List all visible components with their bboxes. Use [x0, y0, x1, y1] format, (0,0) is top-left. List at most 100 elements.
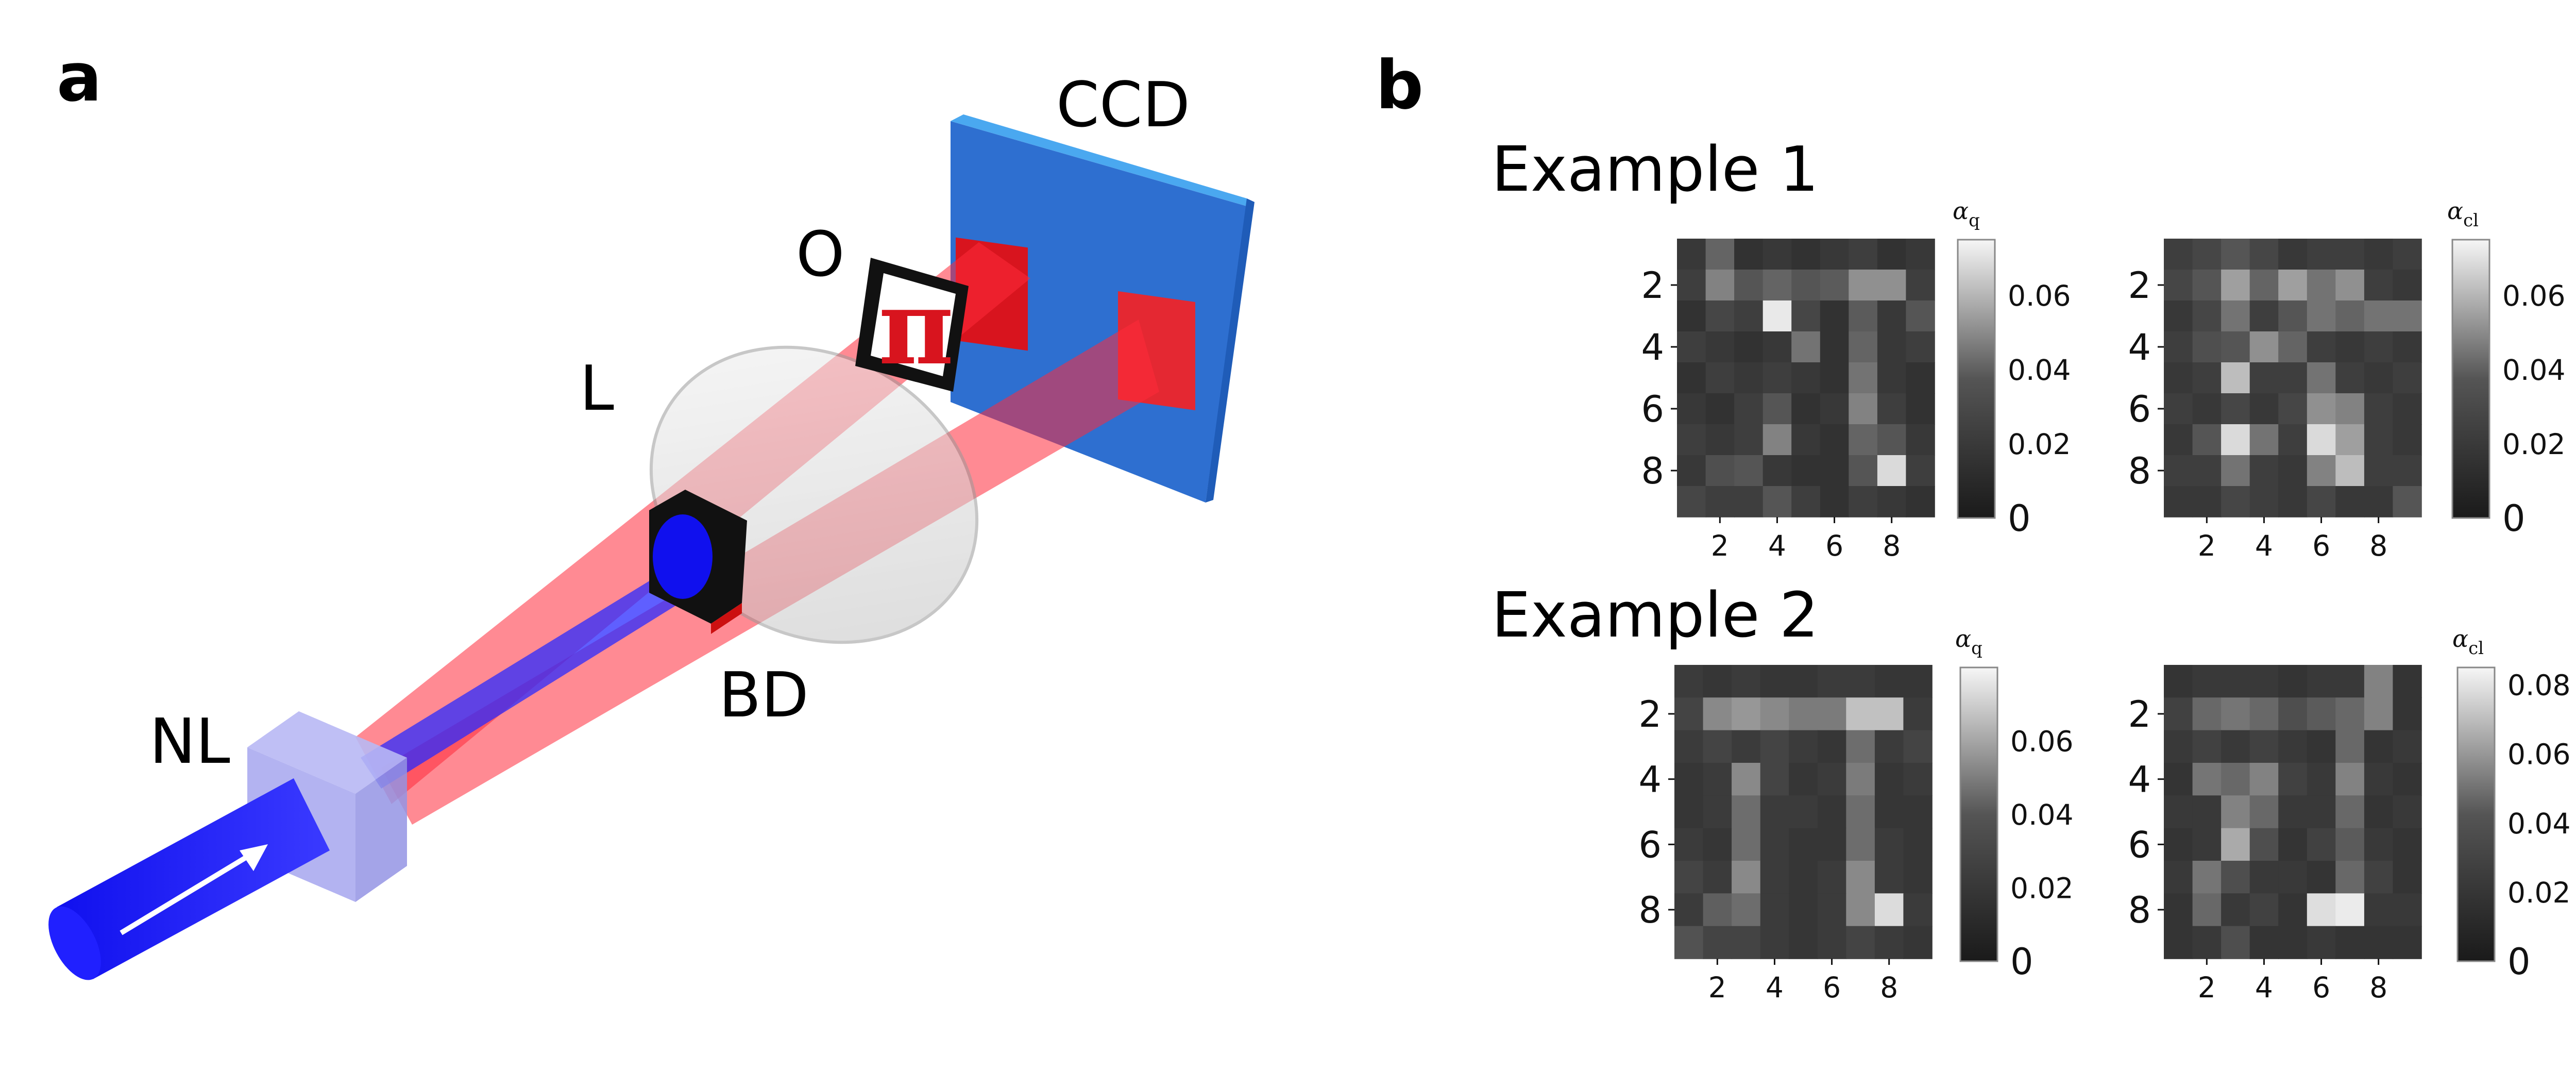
heatmap-cell	[1760, 697, 1790, 731]
heatmap-cell	[1703, 730, 1732, 763]
heatmap-cell	[1677, 239, 1706, 270]
heatmap-cell	[2335, 893, 2365, 927]
heatmap-cell	[2364, 362, 2394, 394]
heatmap-cell	[1791, 455, 1821, 487]
heatmap-cell	[2393, 270, 2422, 301]
heatmap-cell	[2335, 926, 2365, 959]
heatmap-cell	[2164, 424, 2193, 456]
y-tick-label: 2	[1638, 693, 1662, 735]
heatmap-cell	[2221, 926, 2250, 959]
heatmap-cell	[2278, 665, 2308, 698]
heatmap-cell	[1791, 362, 1821, 394]
heatmap-cell	[2278, 300, 2308, 332]
heatmap-cell	[2249, 697, 2279, 731]
heatmap-cell	[2335, 362, 2365, 394]
y-tick-label: 6	[1638, 824, 1662, 866]
heatmap-cell	[1874, 926, 1904, 959]
colorbar-tick-label: 0.04	[2008, 354, 2071, 387]
heatmap-cell	[1789, 697, 1818, 731]
heatmap-cell	[1849, 424, 1878, 456]
heatmap-cell	[2364, 486, 2394, 517]
heatmap-cell	[1791, 393, 1821, 425]
heatmap-cell	[1874, 795, 1904, 829]
heatmap-cell	[2192, 730, 2222, 763]
heatmap-cell	[2278, 926, 2308, 959]
heatmap-cell	[2249, 828, 2279, 861]
pump-beam-end	[48, 906, 101, 980]
heatmap-cell	[2393, 893, 2422, 927]
heatmap-cell	[1877, 362, 1907, 394]
heatmap-cell	[1705, 486, 1735, 517]
heatmap-cell	[2249, 730, 2279, 763]
heatmap-cell	[2249, 239, 2279, 270]
heatmap-cell	[1762, 239, 1792, 270]
heatmap-cell	[1734, 331, 1764, 363]
heatmap-cell	[1817, 665, 1847, 698]
heatmap-cell	[1817, 730, 1847, 763]
heatmap-cell	[1674, 926, 1704, 959]
heatmap-cell	[2307, 362, 2336, 394]
heatmap-cell	[1734, 362, 1764, 394]
heatmap-cell	[1874, 763, 1904, 796]
heatmap-cell	[2307, 763, 2336, 796]
heatmap-cell	[1906, 300, 1935, 332]
heatmap-cell	[1732, 861, 1761, 894]
heatmap-cell	[2278, 239, 2308, 270]
heatmap-cell	[2221, 455, 2250, 487]
y-tick-label: 8	[2128, 450, 2151, 492]
heatmap-cell	[2393, 300, 2422, 332]
heatmap-cell	[1789, 828, 1818, 861]
heatmap-cell	[2192, 300, 2222, 332]
heatmap-cell	[1846, 926, 1875, 959]
heatmap-cell	[2364, 393, 2394, 425]
colorbar	[1959, 666, 1998, 962]
heatmap-cell	[1762, 455, 1792, 487]
heatmap-cell	[1817, 926, 1847, 959]
heatmap-cell	[2364, 893, 2394, 927]
heatmap-cell	[2249, 424, 2279, 456]
heatmap-cell	[1849, 270, 1878, 301]
heatmap-cell	[1906, 424, 1935, 456]
object-pi-symbol: π	[878, 267, 954, 388]
heatmap-cell	[2393, 665, 2422, 698]
heatmap-cell	[1762, 270, 1792, 301]
heatmap-cell	[2335, 486, 2365, 517]
heatmap-cell	[1877, 393, 1907, 425]
heatmap-cell	[1906, 270, 1935, 301]
heatmap-cell	[1732, 828, 1761, 861]
heatmap-cell	[2164, 893, 2193, 927]
x-tick-label: 8	[2369, 971, 2387, 1004]
heatmap-cell	[1703, 697, 1732, 731]
y-tick-label: 2	[2128, 264, 2151, 307]
heatmap-cell	[2221, 665, 2250, 698]
heatmap-cell	[1789, 926, 1818, 959]
heatmap-cell	[2393, 828, 2422, 861]
heatmap-cell	[1732, 665, 1761, 698]
heatmap-cell	[2249, 893, 2279, 927]
heatmap-cell	[2221, 331, 2250, 363]
colorbar-tick-label: 0.08	[2507, 669, 2570, 702]
heatmap-cell	[2307, 486, 2336, 517]
heatmap-cell	[2278, 486, 2308, 517]
heatmap-cell	[2249, 926, 2279, 959]
heatmap-cell	[2335, 270, 2365, 301]
heatmap-cell	[1820, 455, 1850, 487]
heatmap-cell	[2221, 424, 2250, 456]
heatmap-cell	[2364, 697, 2394, 731]
colorbar	[1957, 239, 1996, 519]
colorbar-tick-label: 0.06	[2502, 279, 2565, 312]
heatmap-cell	[1705, 331, 1735, 363]
crystal-label: NL	[149, 706, 230, 778]
heatmap-cell	[2393, 362, 2422, 394]
heatmap-cell	[2164, 362, 2193, 394]
heatmap-cell	[2192, 362, 2222, 394]
heatmap-cell	[2192, 455, 2222, 487]
lens-label: L	[580, 353, 614, 425]
panel-b-letter: b	[1376, 46, 1423, 124]
heatmap-cell	[2335, 795, 2365, 829]
heatmap-cell	[2164, 828, 2193, 861]
colorbar-tick-label: 0.04	[2507, 807, 2570, 840]
heatmap-cell	[1874, 861, 1904, 894]
heatmap-cell	[2192, 239, 2222, 270]
